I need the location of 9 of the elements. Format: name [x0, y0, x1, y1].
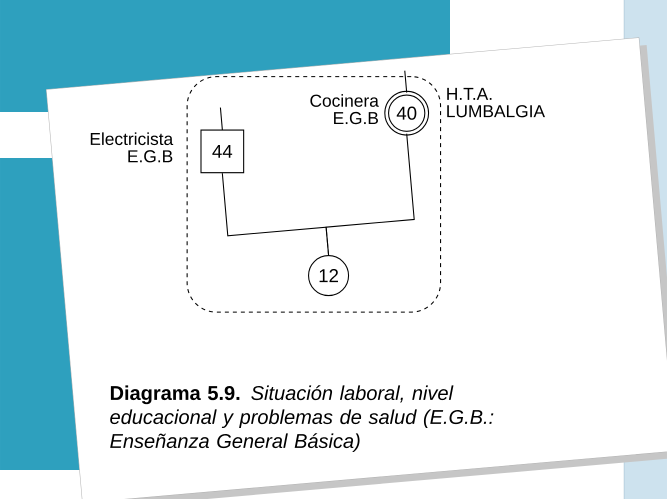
male-square: 44 [200, 130, 244, 174]
genogram-line [220, 108, 223, 130]
household-boundary [186, 76, 442, 313]
caption: Diagrama 5.9. Situación laboral, nivel educacional y problemas de salud (E.G.B.: Enseñanza General Básica) [110, 385, 494, 452]
annotation: Electricista E.G.B [90, 132, 174, 162]
genogram-line [404, 70, 408, 93]
annotation: H.T.A. LUMBALGIA [447, 88, 545, 118]
genogram-line [326, 134, 415, 256]
annotation: Cocinera E.G.B [310, 94, 379, 124]
